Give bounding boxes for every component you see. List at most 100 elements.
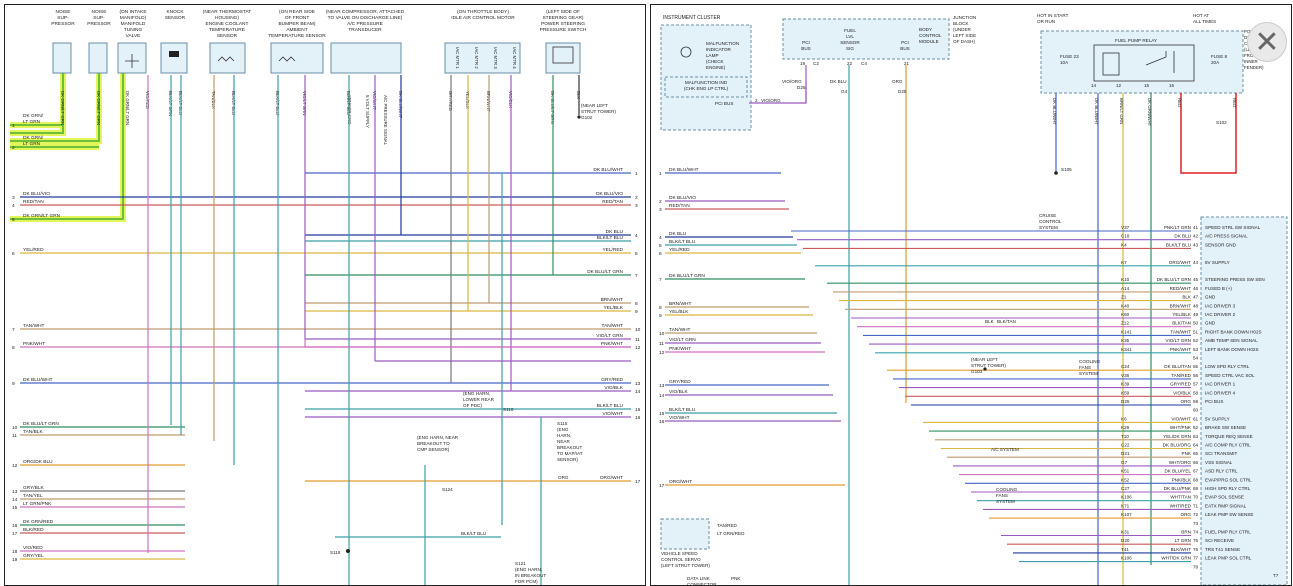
switch-icon <box>552 46 574 64</box>
circuit-label: C27 <box>1121 486 1130 491</box>
red-wire <box>1180 93 1237 174</box>
pin-label: 15 <box>1144 83 1150 88</box>
row-number: 17 <box>659 483 665 489</box>
wire-label: BLK <box>985 319 995 324</box>
power-distribution-center-box <box>1040 30 1244 94</box>
component-label: (LEFT STRUT TOWER) <box>661 563 710 568</box>
relay-switch-icon <box>1145 51 1175 73</box>
row-wire-label: RED/WHT <box>1170 286 1192 291</box>
pcm-function-label: SPEED CTRL VAC SOL <box>1205 373 1255 378</box>
row-wire-label: VIO/WHT <box>669 415 690 421</box>
row-wire-label: LT GRN <box>1175 538 1191 543</box>
row-wire-label: PNK/LT GRN <box>1164 225 1191 230</box>
pin-label: 21 <box>904 61 910 66</box>
right-wiring-diagram: INSTRUMENT CLUSTERMALFUNCTIONINDICATORLA… <box>659 13 1288 585</box>
close-icon[interactable]: ✕ <box>1247 22 1287 62</box>
row-number: 8 <box>635 301 638 307</box>
splice-note: (ENG HARN, <box>463 391 490 396</box>
system-label: CRUISE <box>1039 213 1056 218</box>
row-wire-label: VIO/BLK <box>604 385 623 391</box>
pin-label: 55 <box>1193 364 1199 369</box>
row-number: 17 <box>12 531 18 537</box>
row-wire-label: YEL/RED <box>23 247 44 253</box>
pin-label: 76 <box>1193 547 1199 552</box>
lamp-icon <box>680 46 692 58</box>
splice-label: S124 <box>442 487 453 492</box>
component-label: KNOCK <box>166 9 184 15</box>
pin-label: 14 <box>1091 83 1097 88</box>
row-wire-label: BLK/TAN <box>1172 321 1191 326</box>
row-wire-label: BLK/WHT <box>1171 547 1192 552</box>
fuse-label: FUSE 8 <box>1211 54 1228 59</box>
row-number: 4 <box>635 233 638 239</box>
pin-label: 63 <box>1193 434 1199 439</box>
pin-label: 65 <box>1193 451 1199 456</box>
wire <box>304 339 631 348</box>
component-label: TUNING <box>124 27 143 33</box>
circuit-label: K60 <box>1121 312 1130 317</box>
row-wire-label: DK BLU/ORG <box>1163 443 1192 448</box>
component-label: POWER STEERING <box>541 21 585 27</box>
component-label: (LEFT SIDE OF <box>546 9 580 15</box>
circuit-label: K7 <box>1121 260 1127 265</box>
pin-label: 49 <box>1193 312 1199 317</box>
row-number: 4 <box>659 235 662 241</box>
row-number: 12 <box>659 350 665 356</box>
row-wire-label: LT GRN <box>23 119 41 125</box>
wire-label: TAN/RED <box>717 523 738 528</box>
component-label: TRANSDUCER <box>348 27 382 33</box>
row-number: 14 <box>12 497 18 503</box>
circuit-label: Z1 <box>1121 295 1127 300</box>
row-number: 15 <box>635 407 641 413</box>
circuit-label: K51 <box>1121 469 1130 474</box>
row-wire-label: BLK <box>1182 295 1192 300</box>
row-number: 9 <box>659 313 662 319</box>
row-wire-label: YEL/RED <box>669 247 690 253</box>
row-number: 2 <box>635 195 638 201</box>
circuit-label: C18 <box>1121 234 1130 239</box>
row-wire-label: LT GRN <box>23 141 41 147</box>
row-number: 4 <box>12 203 15 209</box>
row-wire-label: VIO/LT GRN <box>596 333 623 339</box>
bcm-pin-label: LVL <box>846 34 854 39</box>
row-number: 3 <box>635 203 638 209</box>
system-label: COOLING <box>996 487 1018 492</box>
pin-label: 75 <box>1193 538 1199 543</box>
pin-label: 57 <box>1193 382 1199 387</box>
splice-label: IN BREAKOUT <box>515 573 546 578</box>
circuit-label: Z12 <box>1121 321 1129 326</box>
pin-label: 46 <box>1193 286 1199 291</box>
fuse-label: FUSE 23 <box>1060 54 1079 59</box>
system-label: COOLING <box>1079 359 1101 364</box>
pcm-connector-box <box>1200 216 1288 585</box>
splice-label: NEAR <box>557 439 570 444</box>
circuit-label: D20 <box>1121 538 1130 543</box>
component-label: AMBIENT <box>286 27 307 33</box>
pcm-function-label: ASD RLY CTRL <box>1205 469 1238 474</box>
row-wire-label: DK BLU <box>606 229 624 235</box>
pin-label: A/C PRESSURE SIGNAL <box>383 95 388 146</box>
component-label: MANIFOLD <box>121 21 146 27</box>
row-wire-label: TAN/WHT <box>602 323 624 329</box>
splice-note: (ENG HARN, NEAR <box>417 435 459 440</box>
row-wire-label: TAN/RED <box>1171 373 1192 378</box>
hot-label: HOT IN START <box>1037 13 1069 18</box>
row-wire-label: DK BLU/VIO <box>669 195 696 201</box>
ground-label: STRUT TOWER) <box>581 109 616 114</box>
row-wire-label: ORG/WHT <box>600 475 623 481</box>
splice-label: S115 <box>557 421 568 426</box>
pcm-function-label: GND <box>1205 321 1216 326</box>
vehicle-speed-control-servo-box <box>660 518 710 550</box>
pin-label: 73 <box>1193 521 1199 526</box>
row-number: 1 <box>635 171 638 177</box>
row-wire-label: VIO/WHT <box>1171 416 1191 421</box>
component-label: OF FRONT <box>285 15 310 21</box>
row-wire-label: YEL/DK GRN <box>1163 434 1191 439</box>
row-wire-label: RED/TAN <box>23 199 44 205</box>
row-wire-label: DK BLU/LT GRN <box>587 269 623 275</box>
splice-label: TO MAP/IAT <box>557 451 583 456</box>
row-wire-label: DK BLU/LT GRN <box>1157 277 1191 282</box>
circuit-label: K341 <box>1121 347 1132 352</box>
component-box <box>270 42 324 74</box>
row-wire-label: VIO/RED <box>23 545 43 551</box>
